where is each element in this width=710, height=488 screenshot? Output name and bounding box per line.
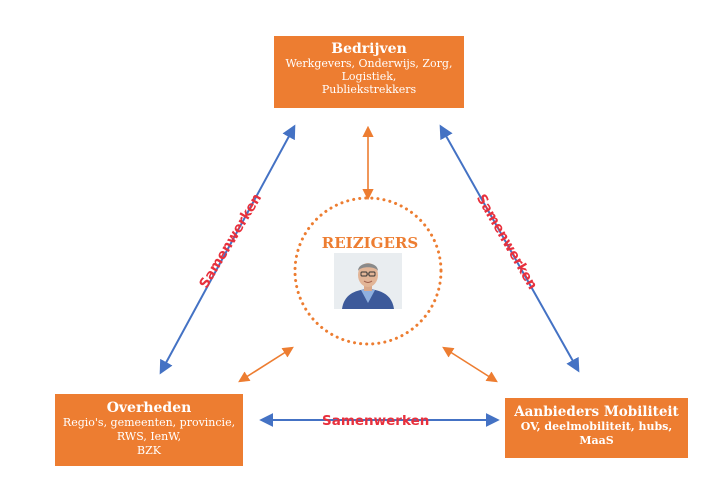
governments-line-3: BZK	[137, 444, 161, 457]
center-title: REIZIGERS	[321, 234, 419, 252]
collab-arrow-left	[159, 124, 296, 375]
center-arrow-left	[238, 346, 294, 383]
center-arrow-right	[442, 346, 498, 383]
companies-line-2: Logistiek,	[341, 70, 397, 83]
traveler-portrait-image	[334, 253, 402, 309]
mobility-providers-box: Aanbieders Mobiliteit OV, deelmobiliteit…	[505, 398, 688, 458]
mobility-providers-title: Aanbieders Mobiliteit	[514, 404, 679, 420]
governments-box: Overheden Regio's, gemeenten, provincie,…	[55, 394, 243, 466]
governments-line-2: RWS, IenW,	[116, 430, 182, 443]
companies-line-3: Publiekstrekkers	[321, 83, 417, 96]
collab-label-bottom: Samenwerken	[322, 413, 430, 429]
companies-line-1: Werkgevers, Onderwijs, Zorg,	[285, 57, 453, 70]
governments-title: Overheden	[106, 400, 192, 416]
companies-box: Bedrijven Werkgevers, Onderwijs, Zorg, L…	[274, 36, 464, 108]
collab-arrow-right	[439, 124, 580, 373]
mobility-providers-line-2: MaaS	[579, 434, 614, 447]
governments-line-1: Regio's, gemeenten, provincie,	[62, 416, 236, 429]
companies-title: Bedrijven	[331, 41, 407, 57]
center-circle	[293, 196, 443, 346]
mobility-providers-line-1: OV, deelmobiliteit, hubs,	[520, 420, 673, 433]
